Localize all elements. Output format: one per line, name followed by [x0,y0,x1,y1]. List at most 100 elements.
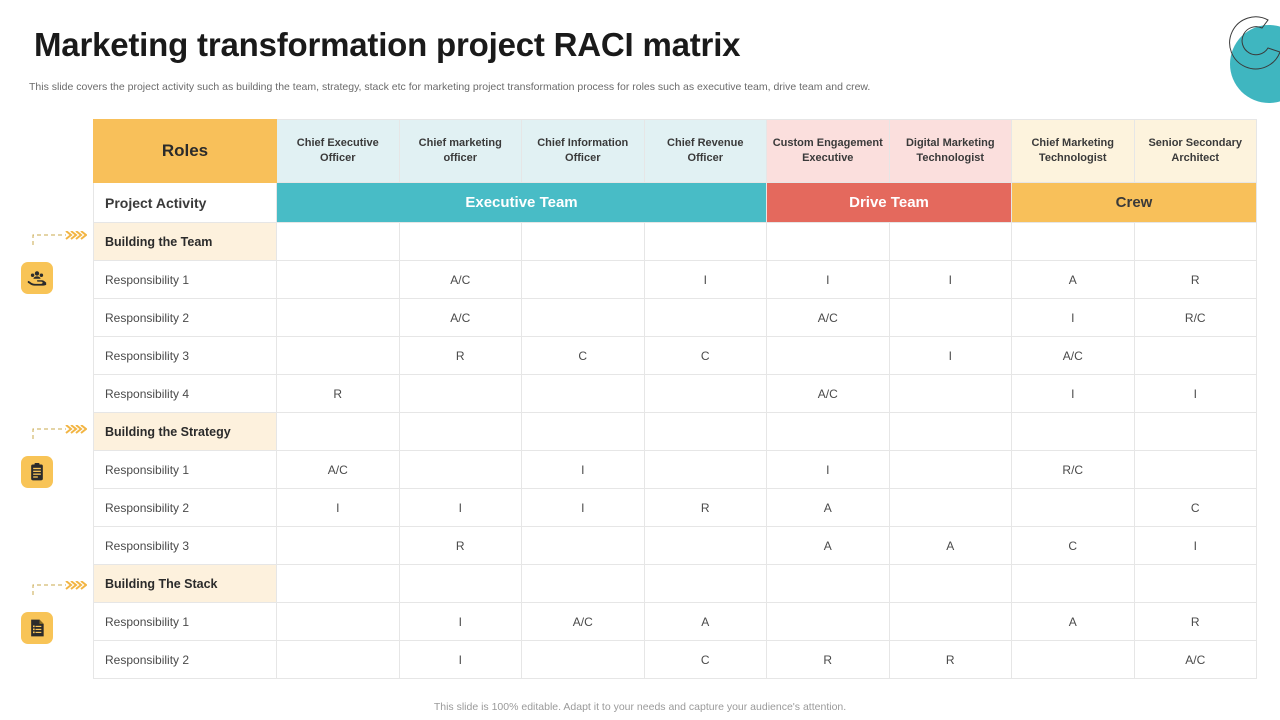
raci-cell: I [521,450,645,489]
section-title: Building The Stack [93,564,277,603]
section-spacer-cell [398,412,522,451]
raci-cell: R [888,640,1012,679]
raci-cell: A/C [398,298,522,337]
section-spacer-cell [643,222,767,261]
raci-cell [276,526,400,565]
raci-cell [643,526,767,565]
activity-label: Responsibility 3 [93,526,277,565]
column-header-5: Digital Marketing Technologist [888,119,1012,183]
raci-cell: R [643,488,767,527]
table-header-group-row: Project Activity Executive Team Drive Te… [93,182,1257,223]
raci-cell [643,374,767,413]
activity-label: Responsibility 3 [93,336,277,375]
crescent-arc-outline-icon [1229,16,1280,70]
checklist-document-icon [21,612,53,644]
raci-cell [888,450,1012,489]
raci-cell: C [643,640,767,679]
raci-cell: A [643,602,767,641]
raci-cell: A/C [766,374,890,413]
activity-label: Responsibility 2 [93,488,277,527]
raci-cell: I [398,602,522,641]
raci-cell [521,298,645,337]
activity-label: Responsibility 2 [93,640,277,679]
column-header-3: Chief Revenue Officer [643,119,767,183]
raci-cell: A/C [521,602,645,641]
raci-cell [521,526,645,565]
section-spacer-cell [521,564,645,603]
section-spacer-cell [1133,412,1257,451]
raci-cell [521,640,645,679]
raci-cell [398,450,522,489]
section-spacer-cell [888,222,1012,261]
footer-note: This slide is 100% editable. Adapt it to… [433,701,847,713]
raci-cell: R [766,640,890,679]
raci-cell: A/C [276,450,400,489]
raci-cell [276,336,400,375]
raci-cell: R/C [1011,450,1135,489]
raci-cell: A/C [1133,640,1257,679]
column-header-7: Senior Secondary Architect [1133,119,1257,183]
raci-cell: C [1011,526,1135,565]
activity-label: Responsibility 2 [93,298,277,337]
raci-cell: I [766,260,890,299]
section-row: Building The Stack [93,564,1257,603]
connector-arrow-3 [32,581,87,595]
raci-cell: A [766,526,890,565]
raci-cell [398,374,522,413]
raci-cell [888,602,1012,641]
raci-cell: R [276,374,400,413]
raci-cell: R [398,526,522,565]
clipboard-icon [21,456,53,488]
activity-label: Responsibility 4 [93,374,277,413]
raci-cell: A/C [398,260,522,299]
raci-cell: I [1011,374,1135,413]
raci-cell: I [1133,374,1257,413]
section-spacer-cell [643,412,767,451]
raci-cell: I [766,450,890,489]
project-activity-header: Project Activity [93,182,277,223]
section-spacer-cell [1011,222,1135,261]
activity-label: Responsibility 1 [93,602,277,641]
activity-label: Responsibility 1 [93,260,277,299]
raci-cell: I [398,488,522,527]
raci-cell [643,450,767,489]
raci-cell [276,640,400,679]
table-header-roles-row: Roles Chief Executive Officer Chief mark… [93,119,1257,183]
raci-cell: I [888,336,1012,375]
section-spacer-cell [398,222,522,261]
connector-arrow-2 [32,425,87,439]
raci-cell [1011,640,1135,679]
raci-cell [521,260,645,299]
section-spacer-cell [1011,412,1135,451]
raci-cell: C [643,336,767,375]
section-spacer-cell [766,412,890,451]
section-spacer-cell [888,412,1012,451]
group-band-executive-team: Executive Team [276,182,767,223]
section-spacer-cell [276,222,400,261]
raci-cell: A/C [1011,336,1135,375]
section-spacer-cell [398,564,522,603]
raci-cell: A/C [766,298,890,337]
page-subtitle: This slide covers the project activity s… [29,81,871,93]
handshake-people-icon [21,262,53,294]
raci-cell [521,374,645,413]
section-row: Building the Team [93,222,1257,261]
raci-cell: R/C [1133,298,1257,337]
section-spacer-cell [276,564,400,603]
raci-cell: I [888,260,1012,299]
column-header-2: Chief Information Officer [521,119,645,183]
raci-matrix-table: Roles Chief Executive Officer Chief mark… [93,119,1257,679]
section-spacer-cell [1011,564,1135,603]
column-header-4: Custom Engagement Executive [766,119,890,183]
raci-cell [766,336,890,375]
